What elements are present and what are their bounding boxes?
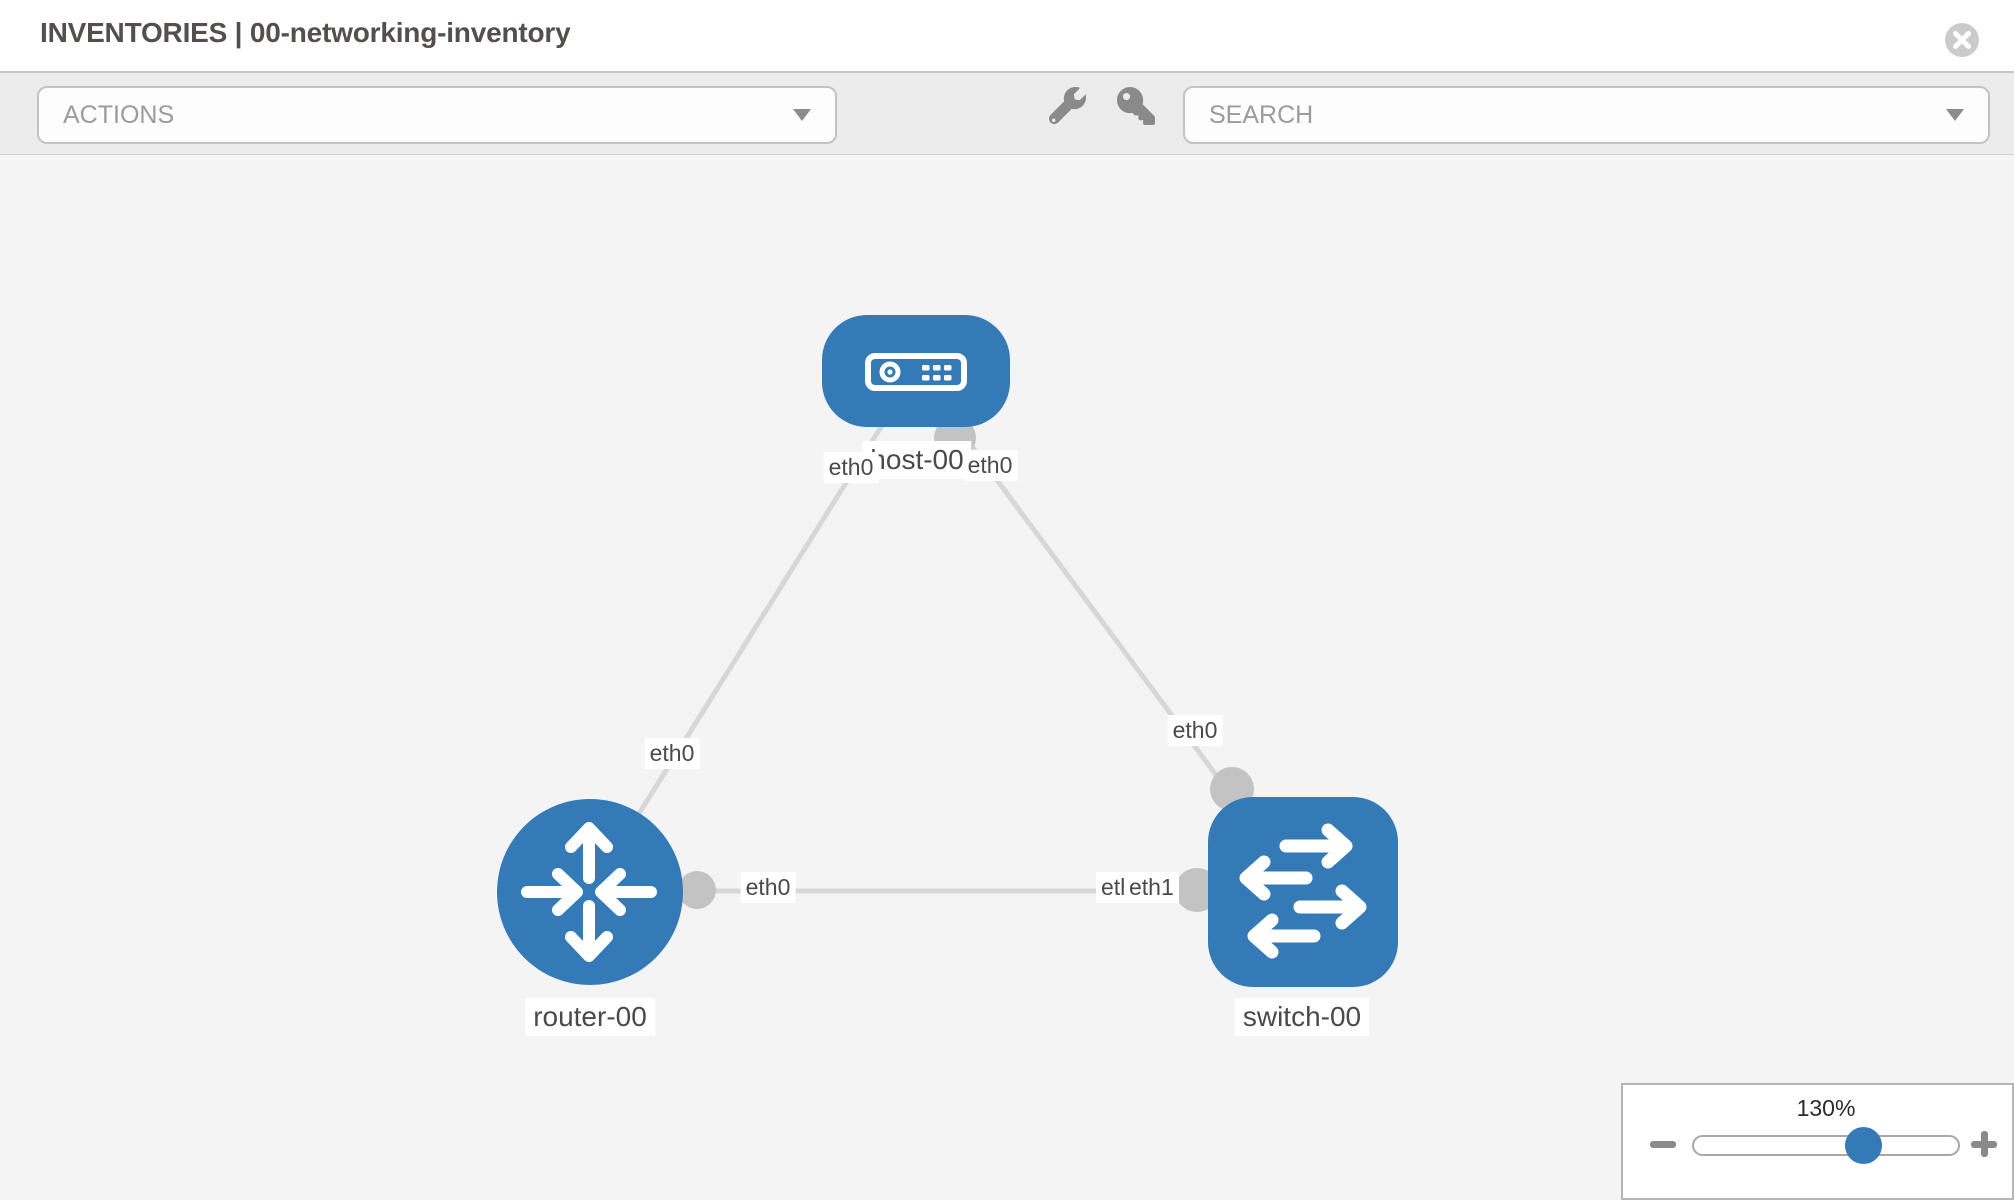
node-label-host: host-00: [862, 441, 972, 479]
interface-label-router-eth0-top: eth0: [644, 738, 700, 769]
close-icon: [1945, 23, 1979, 57]
zoom-in-button[interactable]: [1969, 1129, 1999, 1159]
node-label-router: router-00: [525, 998, 655, 1036]
port-router-right: [678, 871, 716, 909]
zoom-slider-thumb[interactable]: [1845, 1127, 1882, 1164]
node-host[interactable]: [822, 315, 1010, 427]
interface-label-host-eth0-left: eth0: [823, 452, 879, 483]
router-icon: [521, 822, 657, 962]
chevron-down-icon: [1946, 109, 1964, 121]
manage-groups-button[interactable]: [1046, 85, 1090, 129]
close-button[interactable]: [1944, 22, 1980, 58]
host-icon: [865, 353, 967, 391]
credentials-button[interactable]: [1114, 85, 1158, 129]
switch-icon: [1239, 823, 1367, 959]
toolbar: ACTIONS SEARCH: [0, 71, 2014, 155]
page-title: INVENTORIES | 00-networking-inventory: [40, 17, 571, 48]
plus-icon: [1980, 1131, 1988, 1157]
header: INVENTORIES | 00-networking-inventory: [0, 0, 2014, 71]
actions-dropdown[interactable]: ACTIONS: [37, 86, 837, 144]
interface-label-switch-eth1: eth1: [1124, 872, 1179, 903]
node-label-switch: switch-00: [1234, 998, 1370, 1036]
zoom-level-label: 130%: [1796, 1095, 1856, 1121]
chevron-down-icon: [793, 109, 811, 121]
actions-dropdown-label: ACTIONS: [63, 100, 175, 129]
interface-label-host-eth0-right: eth0: [962, 450, 1018, 481]
node-router[interactable]: [497, 799, 683, 985]
minus-icon: [1650, 1141, 1676, 1148]
zoom-out-button[interactable]: [1648, 1131, 1678, 1157]
network-canvas[interactable]: [0, 155, 2014, 1200]
node-switch[interactable]: [1208, 797, 1398, 987]
key-icon: [1117, 86, 1155, 125]
search-dropdown[interactable]: SEARCH: [1183, 86, 1990, 144]
interface-label-router-eth0-right: eth0: [740, 872, 796, 903]
interface-label-switch-eth0-top: eth0: [1167, 715, 1223, 746]
wrench-icon: [1049, 86, 1087, 124]
zoom-slider[interactable]: [1692, 1135, 1960, 1156]
zoom-panel: 130%: [1621, 1083, 2014, 1200]
search-dropdown-label: SEARCH: [1209, 100, 1314, 129]
